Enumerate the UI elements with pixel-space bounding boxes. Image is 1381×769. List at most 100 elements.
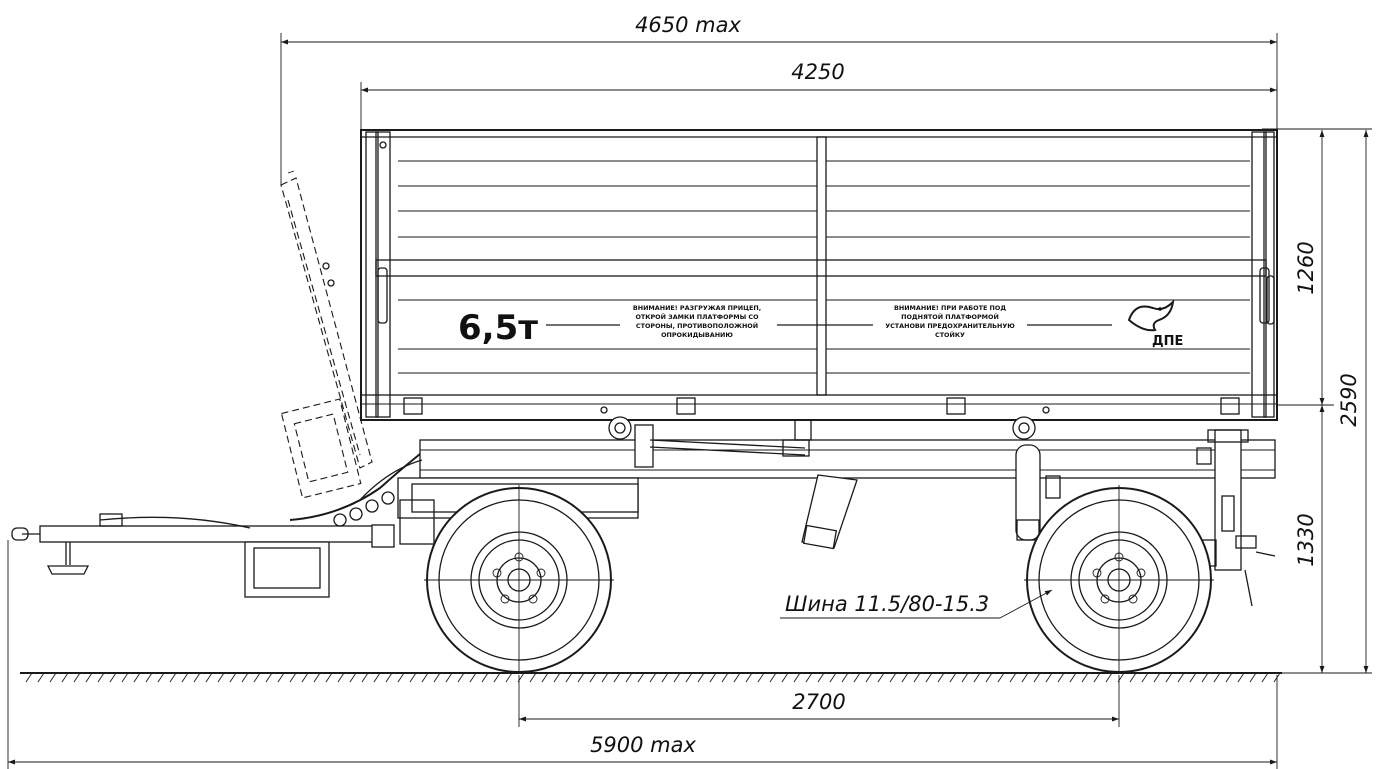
ground-hatch-mark — [985, 672, 993, 683]
ground-hatch-mark — [169, 672, 177, 683]
ground-hatch-mark — [1093, 672, 1101, 683]
ground-hatch-mark — [1153, 672, 1161, 683]
ground-hatch-mark — [289, 672, 297, 683]
ground-hatch-mark — [685, 672, 693, 683]
ground-hatch-mark — [1081, 672, 1089, 683]
dimension-side-height: 1260 — [1294, 130, 1325, 405]
dim-1330-label: 1330 — [1294, 513, 1318, 566]
ground-hatch-mark — [301, 672, 309, 683]
ground-hatch-mark — [97, 672, 105, 683]
ground-hatch-mark — [265, 672, 273, 683]
ground-hatch-mark — [613, 672, 621, 683]
ground-hatch-mark — [505, 672, 513, 683]
dim-5900-label: 5900 max — [590, 733, 696, 757]
ground-hatch-mark — [877, 672, 885, 683]
ground-hatch-mark — [217, 672, 225, 683]
ground-hatch-mark — [145, 672, 153, 683]
ground-hatch-mark — [241, 672, 249, 683]
ground-hatch-mark — [781, 672, 789, 683]
ground-hatch-mark — [553, 672, 561, 683]
ground-hatch-mark — [277, 672, 285, 683]
ground-hatch-mark — [901, 672, 909, 683]
ground-hatch-mark — [25, 672, 33, 683]
dim-4250-label: 4250 — [791, 60, 844, 84]
ground-hatch-mark — [829, 672, 837, 683]
ground-hatch-mark — [697, 672, 705, 683]
ground-hatch-mark — [49, 672, 57, 683]
ground-hatch-mark — [445, 672, 453, 683]
ground-hatch-mark — [637, 672, 645, 683]
load-capacity-label: 6,5т — [458, 308, 538, 348]
warning-right-line-1: ВНИМАНИЕ! ПРИ РАБОТЕ ПОД — [894, 304, 1006, 312]
ground-hatch-mark — [961, 672, 969, 683]
warning-left-line-1: ВНИМАНИЕ! РАЗГРУЖАЯ ПРИЦЕП, — [633, 304, 761, 312]
ground-hatch-mark — [541, 672, 549, 683]
warning-left-line-3: СТОРОНЫ, ПРОТИВОПОЛОЖНОЙ — [636, 321, 758, 330]
warning-left-line-4: ОПРОКИДЫВАНИЮ — [661, 331, 733, 339]
brand-logo-icon: ДПЕ — [1127, 299, 1183, 349]
ground-hatch-mark — [661, 672, 669, 683]
ground-hatch-mark — [853, 672, 861, 683]
ground-hatch-mark — [1033, 672, 1041, 683]
ground-hatch-mark — [1177, 672, 1185, 683]
ground-hatch-mark — [337, 672, 345, 683]
ground-hatch-mark — [121, 672, 129, 683]
ground-hatch-mark — [1225, 672, 1233, 683]
ground-hatch-mark — [1009, 672, 1017, 683]
ground-hatch-mark — [361, 672, 369, 683]
side-panel-markings: 6,5т ВНИМАНИЕ! РАЗГРУЖАЯ ПРИЦЕП, ОТКРОЙ … — [458, 299, 1183, 349]
brand-logo-text: ДПЕ — [1152, 334, 1183, 349]
ground-hatch-mark — [385, 672, 393, 683]
ground-hatch-mark — [493, 672, 501, 683]
ground-hatch-mark — [649, 672, 657, 683]
ground-hatch-mark — [1069, 672, 1077, 683]
folded-front-side-outline — [280, 170, 373, 499]
ground-hatch-mark — [1201, 672, 1209, 683]
ground-hatch-mark — [841, 672, 849, 683]
ground-hatch-mark — [1105, 672, 1113, 683]
ground-hatch-mark — [913, 672, 921, 683]
ground-hatch-mark — [601, 672, 609, 683]
ground-hatch-mark — [889, 672, 897, 683]
ground-hatch-mark — [721, 672, 729, 683]
ground-hatch-mark — [709, 672, 717, 683]
ground-hatch-mark — [673, 672, 681, 683]
ground-hatch-mark — [757, 672, 765, 683]
dim-1260-label: 1260 — [1294, 241, 1318, 294]
ground-hatch-mark — [625, 672, 633, 683]
ground-hatch-mark — [817, 672, 825, 683]
tire-callout: Шина 11.5/80-15.3 — [780, 589, 1053, 619]
ground-hatch-mark — [865, 672, 873, 683]
ground-hatch-mark — [1141, 672, 1149, 683]
warning-right-line-3: УСТАНОВИ ПРЕДОХРАНИТЕЛЬНУЮ — [885, 322, 1015, 330]
ground-hatch-mark — [733, 672, 741, 683]
dim-2700-label: 2700 — [792, 690, 845, 714]
ground-hatch-mark — [529, 672, 537, 683]
ground-hatch-mark — [1057, 672, 1065, 683]
ground-hatch-mark — [937, 672, 945, 683]
front-wheel-icon — [424, 485, 614, 673]
ground-hatch-mark — [745, 672, 753, 683]
ground-hatch-mark — [769, 672, 777, 683]
warning-right-line-4: СТОЙКУ — [935, 330, 965, 339]
ground-hatch-mark — [457, 672, 465, 683]
ground-hatch-mark — [469, 672, 477, 683]
dimension-overall-length-top: 4650 max — [281, 13, 1277, 45]
ground-hatch-mark — [409, 672, 417, 683]
ground-hatch-mark — [205, 672, 213, 683]
dimension-wheelbase: 2700 — [519, 690, 1119, 722]
ground-hatch-mark — [109, 672, 117, 683]
platform-body — [360, 129, 1278, 421]
ground-hatch-mark — [325, 672, 333, 683]
ground-hatch-mark — [397, 672, 405, 683]
ground-hatch-mark — [61, 672, 69, 683]
warning-left-line-2: ОТКРОЙ ЗАМКИ ПЛАТФОРМЫ СО — [635, 312, 759, 321]
ground-hatch-mark — [157, 672, 165, 683]
dimension-overall-length-bottom: 5900 max — [8, 733, 1277, 765]
ground-hatch-mark — [349, 672, 357, 683]
ground-hatch-mark — [577, 672, 585, 683]
ground-hatch-mark — [805, 672, 813, 683]
ground-hatch-mark — [481, 672, 489, 683]
ground-hatch-mark — [589, 672, 597, 683]
